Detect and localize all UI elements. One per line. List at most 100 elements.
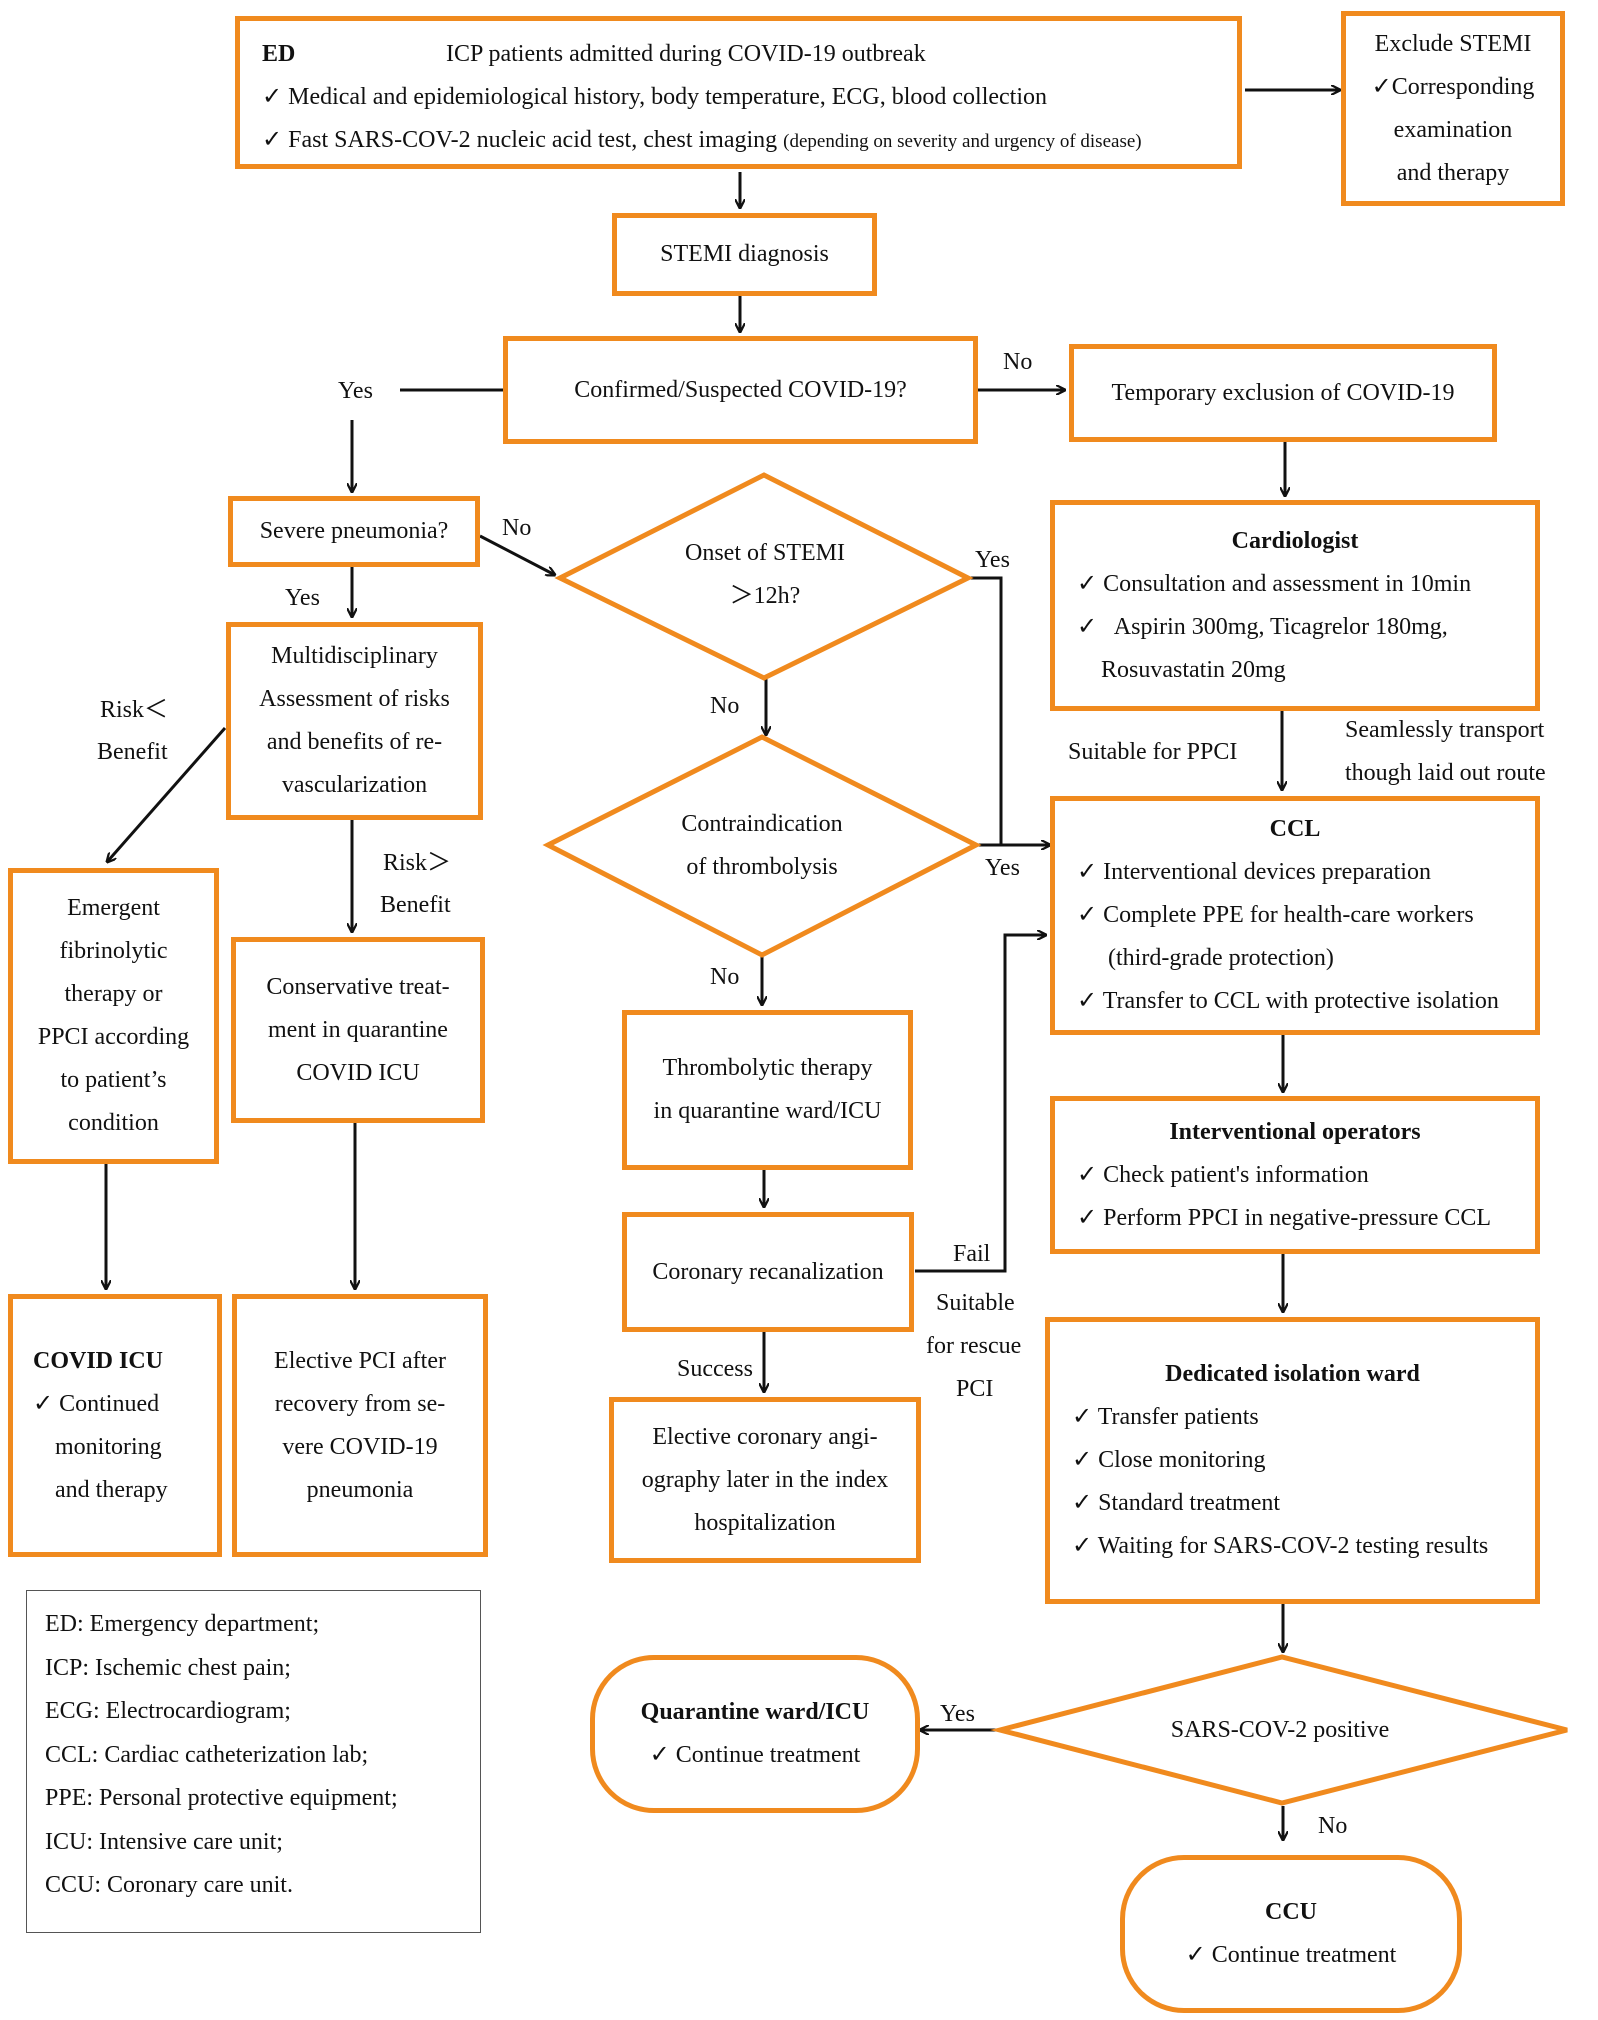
cardiologist-line2: ✓ Aspirin 300mg, Ticagrelor 180mg, <box>1077 613 1448 640</box>
label-no-onset: No <box>710 693 740 719</box>
ccu-title: CCU <box>1265 1899 1317 1925</box>
emergent-line5: to patient’s <box>60 1067 167 1093</box>
multi-line4: vascularization <box>281 772 428 798</box>
check-icon: ✓ <box>1077 613 1098 640</box>
conservative-line1: Conservative treat- <box>266 973 450 1000</box>
check-icon: ✓ <box>1072 1533 1093 1559</box>
check-icon: ✓ <box>1077 859 1098 885</box>
emergent-line1: Emergent <box>67 895 160 921</box>
ed-note: (depending on severity and urgency of di… <box>783 131 1142 152</box>
emergent-line3: therapy or <box>64 981 163 1007</box>
cardiologist-box: Cardiologist ✓ Consultation and assessme… <box>1050 500 1540 711</box>
label-suitable-ppci: Suitable for PPCI <box>1068 739 1238 765</box>
covid-icu-title: COVID ICU <box>33 1347 164 1374</box>
quarantine-title: Quarantine ward/ICU <box>640 1699 870 1725</box>
label-no-confirmed: No <box>1003 349 1033 375</box>
label-risk-lt-1: Risk＜ <box>100 697 169 723</box>
check-icon: ✓ <box>1072 1404 1093 1430</box>
multidisciplinary-box: Multidisciplinary Assessment of risks an… <box>226 622 483 820</box>
check-icon: ✓ <box>1072 1447 1093 1473</box>
thrombolytic-box: Thrombolytic therapy in quarantine ward/… <box>622 1010 913 1170</box>
dedicated-line4: ✓ Waiting for SARS-COV-2 testing results <box>1072 1533 1489 1559</box>
label-seamless-1: Seamlessly transport <box>1345 717 1545 743</box>
ed-line1: ✓ Medical and epidemiological history, b… <box>262 84 1048 110</box>
confirmed-suspected-box: Confirmed/Suspected COVID-19? <box>503 336 978 444</box>
arrow-multi-emergent <box>107 727 227 862</box>
conservative-box: Conservative treat- ment in quarantine C… <box>231 937 485 1123</box>
interventional-line1: ✓ Check patient's information <box>1077 1161 1369 1188</box>
check-icon: ✓ <box>1371 73 1392 100</box>
line-fail-ccl <box>915 935 1046 1273</box>
check-icon: ✓ <box>1077 988 1098 1014</box>
check-icon: ✓ <box>1077 1161 1098 1188</box>
interventional-title: Interventional operators <box>1169 1118 1421 1145</box>
ccu-pill: CCU ✓ Continue treatment <box>1120 1855 1462 2013</box>
interventional-operators-box: Interventional operators ✓ Check patient… <box>1050 1096 1540 1254</box>
severe-pneumonia-box: Severe pneumonia? <box>228 496 480 567</box>
onset-diamond <box>554 472 974 681</box>
ccu-line1: ✓ Continue treatment <box>1185 1942 1397 1968</box>
elective-coronary-box: Elective coronary angi- ography later in… <box>609 1397 921 1563</box>
exclude-line3: and therapy <box>1396 159 1510 186</box>
cardiologist-line3: Rosuvastatin 20mg <box>1101 656 1286 683</box>
thrombolytic-line1: Thrombolytic therapy <box>662 1055 873 1081</box>
sars-diamond <box>990 1654 1568 1806</box>
check-icon: ✓ <box>1077 902 1098 928</box>
temporary-exclusion-text: Temporary exclusion of COVID-19 <box>1111 379 1455 406</box>
dedicated-line3: ✓ Standard treatment <box>1072 1490 1281 1516</box>
exclude-line1: ✓Corresponding <box>1371 73 1535 100</box>
temporary-exclusion-box: Temporary exclusion of COVID-19 <box>1069 344 1497 442</box>
label-no-contra: No <box>710 964 740 990</box>
conservative-line3: COVID ICU <box>296 1059 420 1086</box>
multi-line2: Assessment of risks <box>259 686 450 712</box>
label-risk-gt-1: Risk＞ <box>383 850 452 876</box>
coronary-recanalization-box: Coronary recanalization <box>622 1212 914 1332</box>
multi-line1: Multidisciplinary <box>271 643 438 669</box>
label-no-sars: No <box>1318 1813 1348 1839</box>
ccl-line3: (third-grade protection) <box>1108 945 1334 971</box>
covid-icu-line2: monitoring <box>55 1433 162 1460</box>
ccl-line1: ✓ Interventional devices preparation <box>1077 859 1431 885</box>
label-yes-contra: Yes <box>985 855 1020 881</box>
label-rescue-1: Suitable <box>936 1290 1015 1316</box>
elective-coronary-line3: hospitalization <box>694 1509 836 1536</box>
stemi-diagnosis-box: STEMI diagnosis <box>612 213 877 296</box>
stemi-diagnosis-text: STEMI diagnosis <box>660 241 829 267</box>
onset-line1: Onset of STEMI <box>685 540 845 566</box>
arrow-severe-onset <box>479 534 555 575</box>
interventional-line2: ✓ Perform PPCI in negative-pressure CCL <box>1077 1204 1492 1231</box>
label-yes-confirmed: Yes <box>338 378 373 404</box>
label-yes-onset: Yes <box>975 547 1010 573</box>
check-icon: ✓ <box>33 1390 54 1417</box>
abbreviation-legend: ED: Emergency department; ICP: Ischemic … <box>26 1590 481 1933</box>
ccl-title: CCL <box>1269 816 1321 842</box>
exclude-stemi-box: Exclude STEMI ✓Corresponding examination… <box>1341 11 1565 206</box>
dedicated-title: Dedicated isolation ward <box>1165 1361 1420 1387</box>
legend-item: CCU: Coronary care unit. <box>45 1872 293 1898</box>
dedicated-line2: ✓ Close monitoring <box>1072 1447 1266 1473</box>
legend-item: ECG: Electrocardiogram; <box>45 1698 291 1724</box>
legend-item: ED: Emergency department; <box>45 1611 320 1637</box>
label-rescue-2: for rescue <box>926 1333 1022 1359</box>
label-seamless-2: though laid out route <box>1345 760 1546 786</box>
sars-text: SARS-COV-2 positive <box>1170 1717 1390 1743</box>
cardiologist-title: Cardiologist <box>1231 527 1359 554</box>
emergent-box: Emergent fibrinolytic therapy or PPCI ac… <box>8 868 219 1164</box>
contra-line1: Contraindication <box>681 811 843 837</box>
elective-coronary-line2: ography later in the index <box>641 1466 889 1493</box>
check-icon: ✓ <box>1077 570 1098 597</box>
ccl-line4: ✓ Transfer to CCL with protective isolat… <box>1077 988 1499 1014</box>
onset-line2: ＞12h? <box>729 583 801 609</box>
label-risk-gt-2: Benefit <box>380 892 451 918</box>
label-success: Success <box>677 1356 753 1382</box>
covid-icu-line1: ✓ Continued <box>33 1390 160 1417</box>
check-icon: ✓ <box>1077 1204 1098 1231</box>
check-icon: ✓ <box>1072 1490 1093 1516</box>
label-fail: Fail <box>953 1241 991 1267</box>
check-icon: ✓ <box>649 1742 670 1768</box>
contra-label: Contraindication of thrombolysis <box>612 803 912 889</box>
recanalization-text: Coronary recanalization <box>652 1258 884 1285</box>
check-icon: ✓ <box>262 84 283 110</box>
exclude-line2: examination <box>1393 116 1513 143</box>
